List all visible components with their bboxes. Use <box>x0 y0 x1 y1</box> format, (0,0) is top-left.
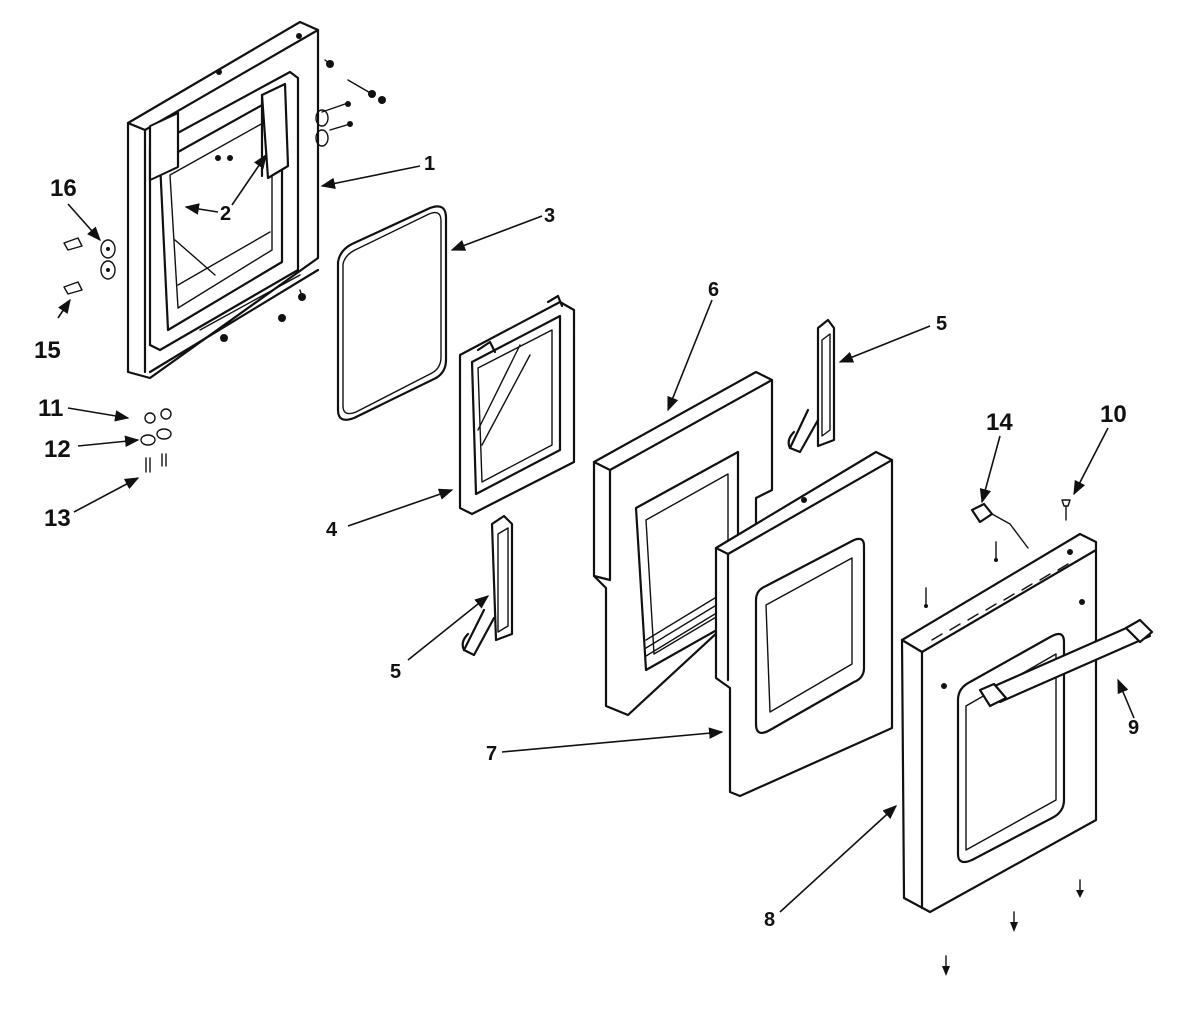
callout-1: 1 <box>424 153 435 175</box>
callout-14: 14 <box>986 409 1013 436</box>
callout-4: 4 <box>326 519 338 541</box>
part-6-door-liner <box>592 370 774 717</box>
leader-14 <box>979 435 1001 504</box>
leader-11 <box>67 407 130 422</box>
leader-13 <box>73 477 140 513</box>
part-5-hinge-upper <box>787 318 836 454</box>
callout-16: 16 <box>50 175 77 202</box>
part-5-hinge-lower <box>461 514 514 657</box>
part-9-door-handle <box>978 618 1154 708</box>
part-14-bushing <box>970 502 1029 549</box>
part-1-fasteners <box>215 59 386 301</box>
leader-5b <box>407 595 490 661</box>
part-3-gasket <box>336 205 448 421</box>
parts-11-12-13-hardware <box>140 408 172 473</box>
callout-13: 13 <box>44 505 71 532</box>
callout-15: 15 <box>34 337 61 364</box>
callout-3: 3 <box>544 205 555 227</box>
callout-12: 12 <box>44 436 71 463</box>
leader-2a <box>184 203 219 215</box>
callout-11: 11 <box>38 395 63 422</box>
callout-8: 8 <box>764 909 775 931</box>
callout-5-lower: 5 <box>390 661 401 683</box>
leader-lines <box>57 153 1135 913</box>
leader-3 <box>450 215 543 251</box>
part-10-screw <box>1061 499 1071 521</box>
callout-7: 7 <box>486 743 497 765</box>
callout-9: 9 <box>1128 717 1139 739</box>
part-15-screws <box>63 237 83 295</box>
leader-8 <box>779 805 898 913</box>
part-1-inner-door-frame <box>126 20 320 380</box>
part-7-inner-door-panel <box>714 450 894 798</box>
leader-16 <box>67 203 101 242</box>
leader-10 <box>1073 427 1109 496</box>
leader-12 <box>77 435 140 448</box>
leader-1 <box>320 165 421 190</box>
leader-15 <box>57 298 71 319</box>
leader-7 <box>501 727 724 753</box>
callout-10: 10 <box>1100 401 1127 428</box>
part-16-washers <box>100 239 116 280</box>
callout-5-upper: 5 <box>936 313 947 335</box>
part-4-window-glass-frame <box>458 294 576 516</box>
part-8-outer-door-panel <box>900 532 1098 914</box>
callout-labels: 1 2 3 4 5 5 6 7 8 9 10 11 12 13 14 15 16 <box>34 153 1139 931</box>
mounting-screws <box>924 541 1084 976</box>
callout-2: 2 <box>220 203 231 225</box>
leader-5a <box>838 325 931 363</box>
leader-9 <box>1117 678 1135 719</box>
callout-6: 6 <box>708 279 719 301</box>
leader-4 <box>347 488 454 527</box>
leader-2b <box>231 153 267 206</box>
leader-6 <box>667 299 713 412</box>
